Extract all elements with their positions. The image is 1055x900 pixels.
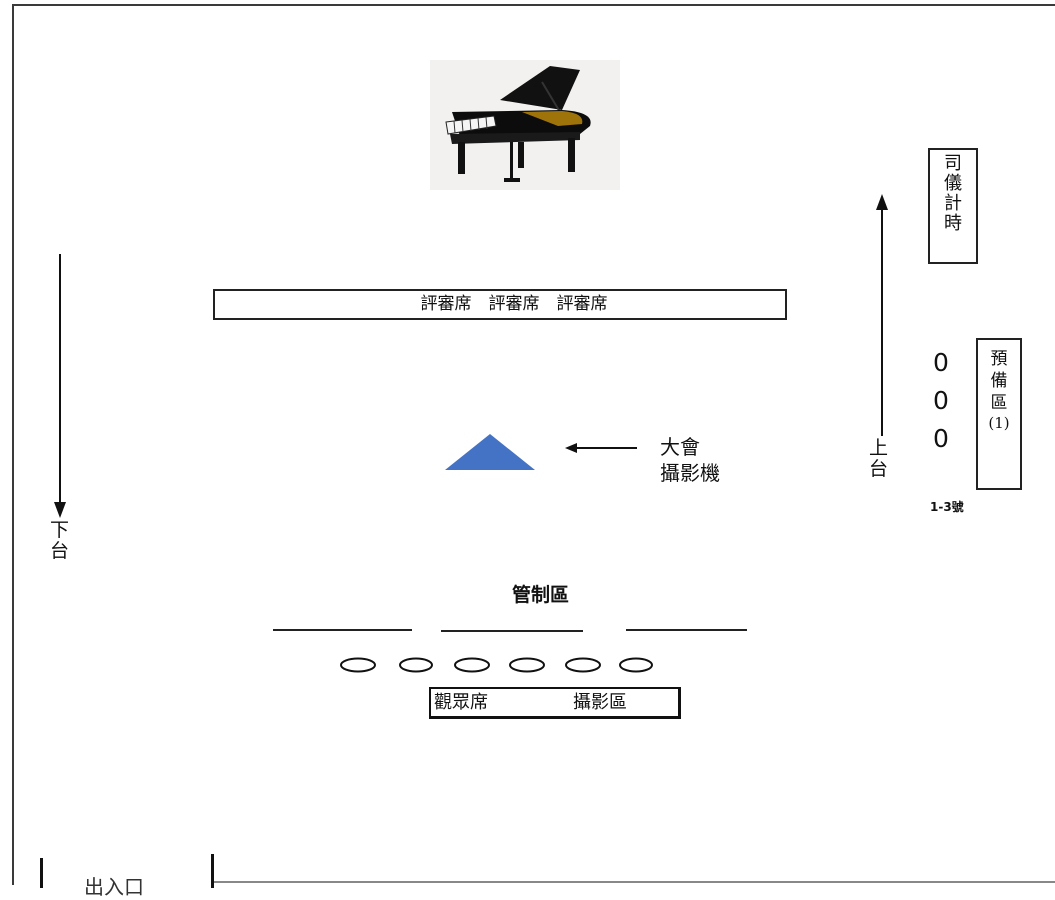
standby-mark-2: 0 [933,386,949,415]
mc-char-1: 司 [944,153,962,174]
mc-timer-box: 司 儀 計 時 [928,148,978,264]
frame-left-border [12,4,14,885]
mc-char-2: 儀 [944,173,962,195]
judges-table: 評審席 評審席 評審席 [213,289,787,320]
stage-down-char-2: 台 [50,540,70,563]
seat-icon [454,657,490,673]
camera-triangle-icon [445,434,535,470]
mc-char-3: 計 [944,193,962,215]
stage-up-arrow-icon [876,194,888,436]
standby-area-box: 預 備 區 (1) [976,338,1022,490]
exit-label: 出入口 [84,875,144,899]
mc-char-4: 時 [944,213,962,235]
camera-label: 大會 攝影機 [660,434,720,486]
standby-char-3: 區 [990,393,1008,414]
seat-icon [509,657,545,673]
audience-seats [340,657,653,673]
control-line-right [626,629,747,631]
control-line-middle [441,630,583,632]
seat-icon [340,657,376,673]
standby-char-2: 備 [990,371,1008,392]
stage-up-char-1: 上 [869,437,889,459]
judges-label: 評審席 評審席 評審席 [420,294,608,314]
stage-down-label: 下 台 [50,519,70,563]
camera-label-line-1: 大會 [660,435,700,459]
standby-char-1: 預 [990,349,1008,369]
piano-image [430,60,620,190]
exit-right-post [211,854,214,888]
control-zone-label: 管制區 [512,584,570,606]
camera-pointer-arrow-icon [565,443,637,453]
standby-char-4: (1) [988,414,1010,433]
stage-up-label: 上 台 [869,437,889,481]
photo-area-label: 攝影區 [573,692,627,713]
audience-seat-label: 觀眾席 [434,692,488,713]
seat-icon [565,657,601,673]
seat-icon [399,657,433,673]
frame-top-border [12,4,1055,6]
exit-left-post [40,858,43,888]
audience-photo-box: 觀眾席 攝影區 [429,687,681,719]
grand-piano-icon [445,66,591,182]
standby-numbers: 1-3號 [930,500,964,514]
standby-mark-3: 0 [933,424,949,453]
control-line-left [273,629,412,631]
stage-down-arrow-icon [54,254,66,518]
stage-up-char-2: 台 [869,458,889,481]
frame-bottom-border [212,881,1055,883]
seat-icon [619,657,653,673]
camera-label-line-2: 攝影機 [660,461,720,485]
stage-down-char-1: 下 [50,519,70,541]
standby-marks: 0 0 0 [933,344,949,458]
standby-mark-1: 0 [933,348,949,377]
